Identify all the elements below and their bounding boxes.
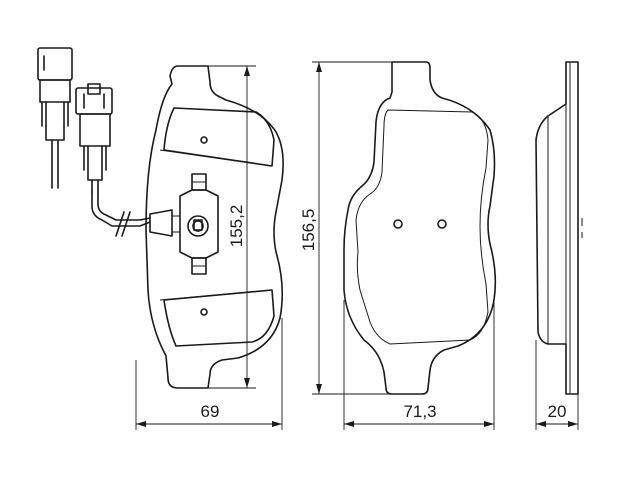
pad-front-view: 155,2 69: [135, 65, 284, 430]
pad-side-view: 20: [535, 61, 583, 430]
side-profile-outline: [535, 61, 579, 395]
dim-label-mid-height: 156,5: [299, 209, 318, 252]
backing-plate-outline: [145, 65, 284, 389]
rivet-hole-right: [437, 219, 447, 229]
friction-pad-outline: [163, 107, 275, 167]
dim-mid-width: 71,3: [343, 300, 495, 430]
dim-label-left-height: 155,2: [227, 205, 246, 248]
pad-back-view: 156,5 71,3: [299, 61, 497, 430]
dim-left-width: 69: [135, 318, 283, 430]
sensor-clip: [149, 173, 219, 275]
sensor-wire: [91, 191, 151, 227]
wear-sensor: [37, 47, 151, 237]
dim-thickness: 20: [535, 340, 579, 430]
dim-label-thickness: 20: [548, 402, 567, 421]
sensor-connector-1: [37, 47, 73, 189]
rivet-hole-left: [393, 219, 403, 229]
dim-mid-height: 156,5: [299, 61, 392, 395]
sensor-connector-2: [75, 83, 113, 193]
dim-label-mid-width: 71,3: [403, 402, 436, 421]
dim-left-height: 155,2: [208, 65, 256, 389]
dim-label-left-width: 69: [201, 402, 220, 421]
